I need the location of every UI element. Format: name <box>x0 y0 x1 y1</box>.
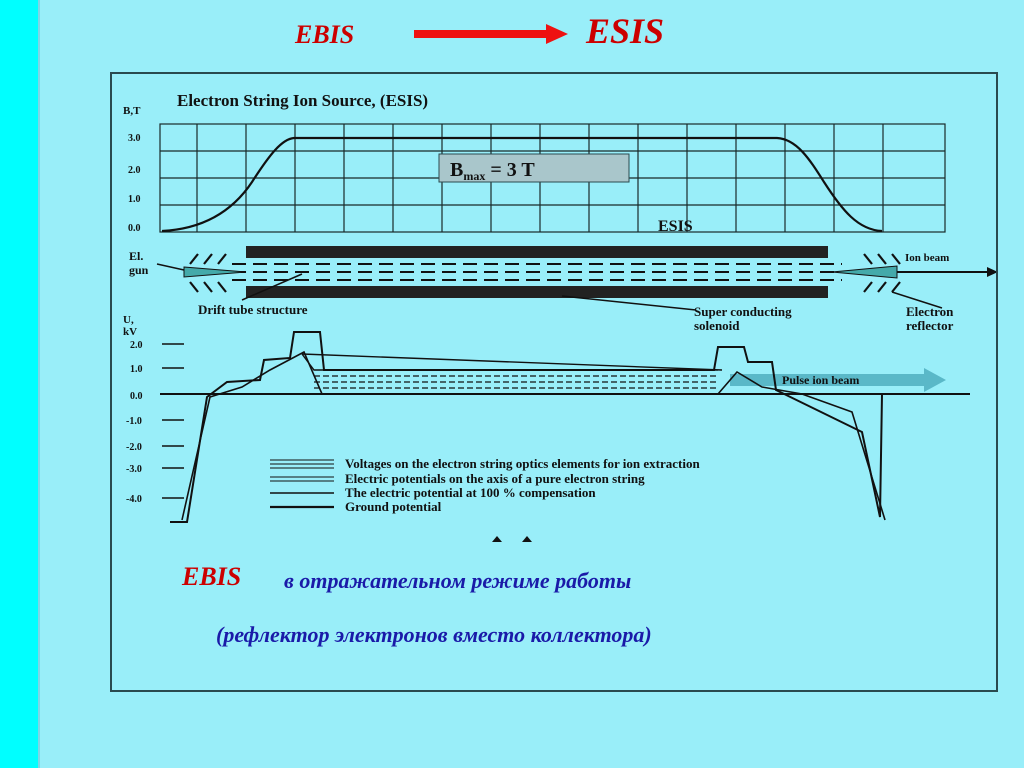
electron-gun-icon <box>189 253 227 293</box>
u-tick-label: 2.0 <box>130 340 143 351</box>
caption-line1: в отражательном режиме работы <box>284 568 632 593</box>
figure-title: Electron String Ion Source, (ESIS) <box>177 91 428 110</box>
u-tick-label: -2.0 <box>126 442 142 453</box>
el-gun-pointer <box>156 263 185 271</box>
reflector-cone <box>831 265 898 279</box>
u-tick-label: -4.0 <box>126 494 142 505</box>
ion-beam-arrowhead-icon <box>987 267 996 277</box>
legend-item: Voltages on the electron string optics e… <box>345 456 700 471</box>
caption-line2: (рефлектор электронов вместо коллектора) <box>216 622 652 647</box>
electron-beam-cone <box>183 266 247 278</box>
u-tick-label: 0.0 <box>130 391 143 402</box>
legend-item: Ground potential <box>345 499 442 514</box>
small-mark-icon <box>492 536 502 542</box>
esis-figure: Electron String Ion Source, (ESIS) B,T 3… <box>110 72 998 692</box>
b-field-curve <box>161 136 883 233</box>
header-esis-label: ESIS <box>586 11 665 51</box>
u-tick-label: 1.0 <box>130 364 143 375</box>
header-arrow-icon <box>414 24 568 44</box>
compensation-potential-curve <box>301 353 723 371</box>
u-tick-label: -1.0 <box>126 416 142 427</box>
u-axis-unit: kV <box>123 326 137 338</box>
el-gun-label: gun <box>129 263 149 277</box>
esis-tag: ESIS <box>658 218 693 235</box>
u-axis-unit: U, <box>123 314 134 326</box>
caption-ebis-label: EBIS <box>182 562 242 591</box>
bmax-box <box>438 153 630 183</box>
el-gun-label: El. <box>129 249 143 263</box>
b-tick-label: 2.0 <box>128 165 141 176</box>
pulse-ion-beam-arrow-icon <box>730 368 946 392</box>
reflector-label: reflector <box>906 318 954 333</box>
b-axis-unit: B,T <box>123 105 141 117</box>
string-band <box>314 375 718 389</box>
legend-item: The electric potential at 100 % compensa… <box>345 485 596 500</box>
solenoid-label: solenoid <box>694 318 740 333</box>
pure-string-potential-curve <box>181 350 886 521</box>
small-mark-icon <box>522 536 532 542</box>
solenoid-bottom <box>246 286 828 298</box>
legend-item: Electric potentials on the axis of a pur… <box>345 471 645 486</box>
reflector-pointer <box>891 291 943 309</box>
reflector-label: Electron <box>906 304 954 319</box>
solenoid-label: Super conducting <box>694 304 792 319</box>
legend-swatches <box>270 459 334 509</box>
drift-tube-label: Drift tube structure <box>198 302 308 317</box>
bmax-label: Bmax = 3 T <box>450 159 535 183</box>
b-tick-label: 1.0 <box>128 194 141 205</box>
solenoid-pointer <box>561 295 697 311</box>
u-tick-label: -3.0 <box>126 464 142 475</box>
drift-tube-dashes <box>232 263 842 281</box>
solenoid-top <box>246 246 828 258</box>
b-tick-label: 0.0 <box>128 223 141 234</box>
pulse-ion-beam-label: Pulse ion beam <box>782 373 859 387</box>
drift-tube-pointer <box>241 273 303 301</box>
header-ebis-label: EBIS <box>295 20 355 49</box>
esis-diagram: Electron String Ion Source, (ESIS) B,T 3… <box>123 91 996 542</box>
u-axis-ticks <box>162 343 184 499</box>
ion-beam-label: Ion beam <box>905 252 949 264</box>
electron-reflector-icon <box>863 253 901 293</box>
b-tick-label: 3.0 <box>128 133 141 144</box>
